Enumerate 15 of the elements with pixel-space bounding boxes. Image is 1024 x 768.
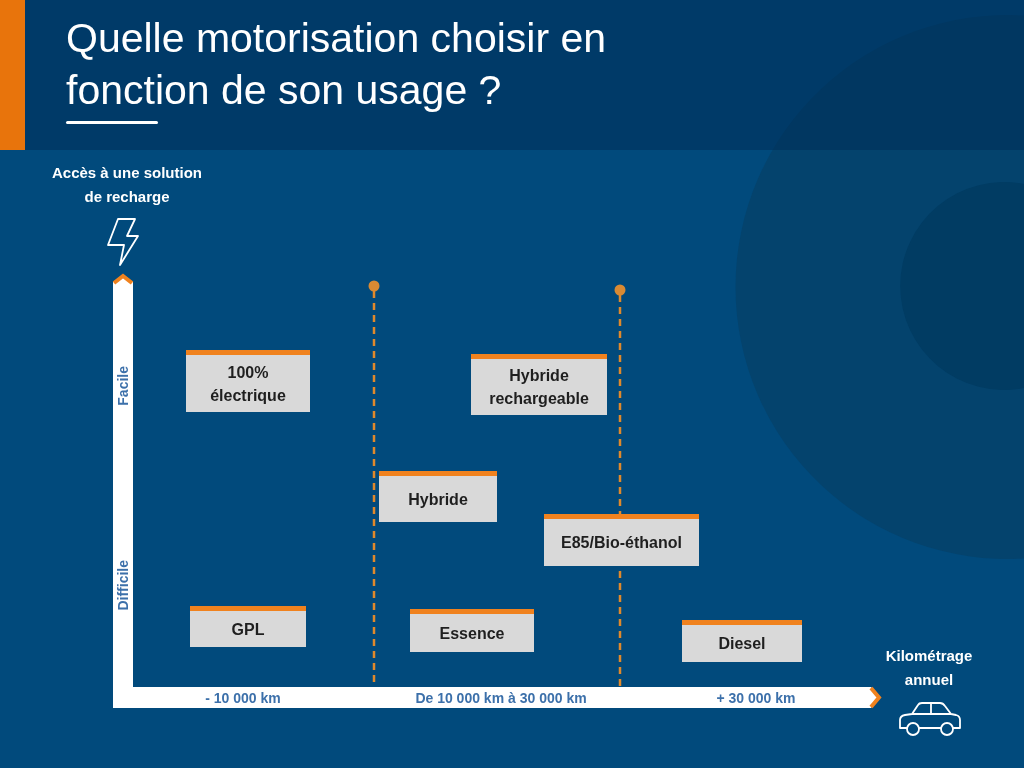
category-card: Diesel [682, 620, 802, 662]
category-card: Hybride rechargeable [471, 354, 607, 415]
axis-label: Facile [114, 366, 132, 406]
category-card: 100% électrique [186, 350, 310, 412]
range-label: - 10 000 km [204, 689, 282, 707]
range-label: + 30 000 km [715, 689, 797, 707]
axis-title: Kilométrage annuel [884, 646, 974, 690]
category-card: GPL [190, 606, 306, 647]
category-card: E85/Bio-éthanol [544, 514, 699, 566]
axis-title: Accès à une solution de recharge [50, 163, 203, 207]
title: Quelle motorisation choisir en fonction de son usage ? [66, 14, 608, 115]
category-card: Essence [410, 609, 534, 652]
category-card: Hybride [379, 471, 497, 522]
axis-label: Difficile [114, 560, 132, 611]
range-label: De 10 000 km à 30 000 km [414, 689, 588, 707]
